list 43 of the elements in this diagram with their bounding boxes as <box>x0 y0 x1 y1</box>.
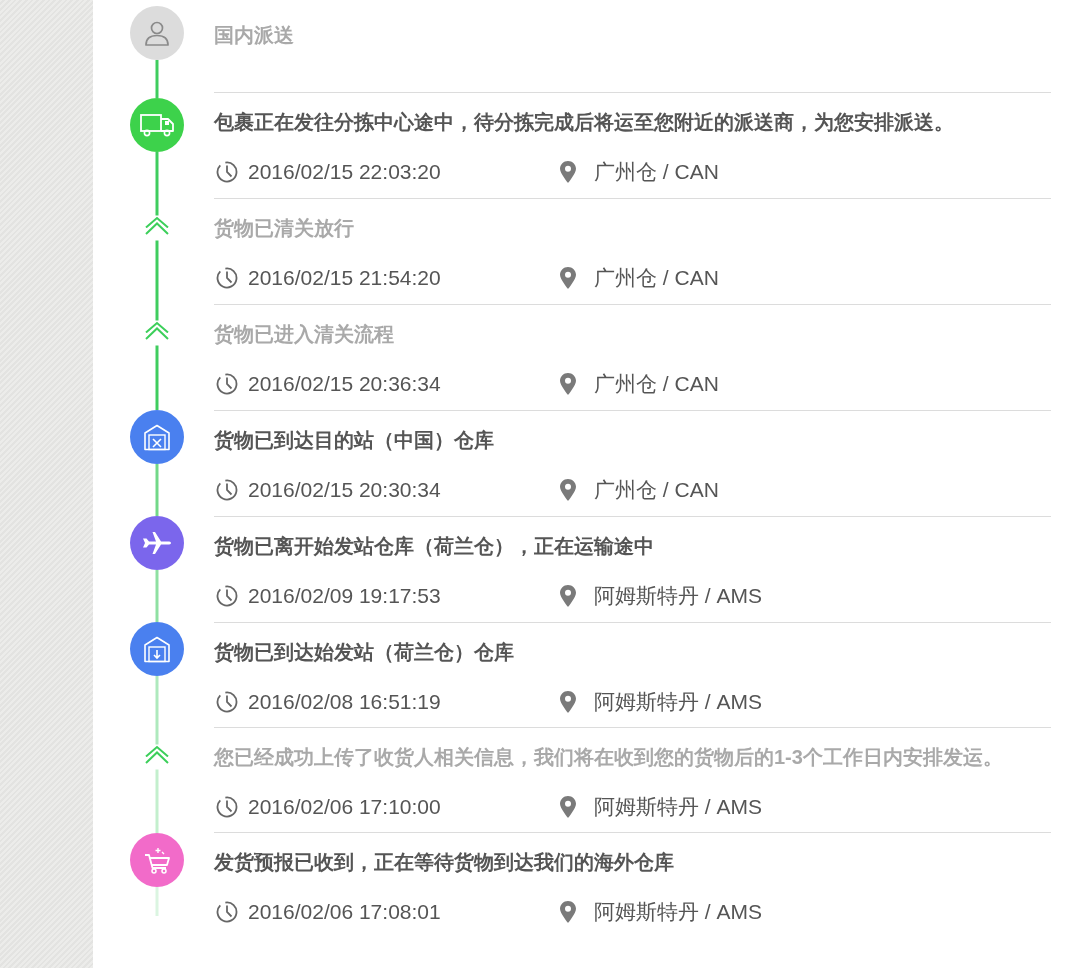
event-title: 您已经成功上传了收货人相关信息，我们将在收到您的货物后的1-3个工作日内安排发运。 <box>214 745 1003 770</box>
timestamp: 2016/02/15 20:36:34 <box>248 371 441 397</box>
timeline-marker <box>130 833 184 887</box>
event-title: 国内派送 <box>214 23 294 48</box>
event-title: 货物已离开始发站仓库（荷兰仓），正在运输途中 <box>214 534 654 559</box>
timeline-connector <box>155 152 159 216</box>
timestamp: 2016/02/06 17:08:01 <box>248 899 441 925</box>
location-text: 广州仓 / CAN <box>594 265 719 291</box>
timeline-connector <box>155 887 159 916</box>
chevron-icon <box>145 215 169 228</box>
event-title: 发货预报已收到，正在等待货物到达我们的海外仓库 <box>214 850 674 875</box>
timestamp: 2016/02/09 19:17:53 <box>248 583 441 609</box>
timeline-connector <box>145 327 169 410</box>
event-title: 货物已清关放行 <box>214 216 354 241</box>
event-title: 货物已进入清关流程 <box>214 322 394 347</box>
timestamp: 2016/02/15 21:54:20 <box>248 265 441 291</box>
location-text: 阿姆斯特丹 / AMS <box>594 899 762 925</box>
event-title: 包裹正在发往分拣中心途中，待分拣完成后将运至您附近的派送商，为您安排派送。 <box>214 110 954 135</box>
location-text: 阿姆斯特丹 / AMS <box>594 689 762 715</box>
event-title: 货物已到达目的站（中国）仓库 <box>214 428 494 453</box>
location-text: 阿姆斯特丹 / AMS <box>594 583 762 609</box>
timeline-connector <box>145 222 169 321</box>
timestamp: 2016/02/15 22:03:20 <box>248 159 441 185</box>
location-text: 广州仓 / CAN <box>594 477 719 503</box>
event-title: 货物已到达始发站（荷兰仓）仓库 <box>214 640 514 665</box>
timestamp: 2016/02/15 20:30:34 <box>248 477 441 503</box>
timeline-marker <box>130 6 184 60</box>
chevron-icon <box>145 320 169 333</box>
timeline-marker <box>130 622 184 676</box>
timestamp: 2016/02/08 16:51:19 <box>248 689 441 715</box>
location-text: 广州仓 / CAN <box>594 159 719 185</box>
timeline-marker <box>130 410 184 464</box>
timeline-connector <box>155 676 159 745</box>
timestamp: 2016/02/06 17:10:00 <box>248 794 441 820</box>
timeline-marker <box>130 98 184 152</box>
chevron-icon <box>145 744 169 757</box>
location-text: 阿姆斯特丹 / AMS <box>594 794 762 820</box>
timeline-marker <box>130 516 184 570</box>
timeline-connector <box>145 751 169 833</box>
timeline-connector <box>155 464 159 516</box>
location-text: 广州仓 / CAN <box>594 371 719 397</box>
timeline-connector <box>155 60 159 98</box>
timeline-connector <box>155 570 159 622</box>
